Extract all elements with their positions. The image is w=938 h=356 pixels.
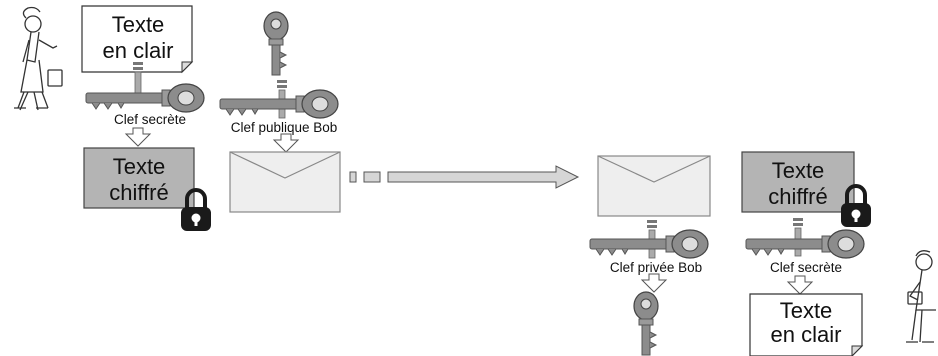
- private-key-label: Clef privée Bob: [610, 260, 702, 275]
- plaintext-document: Texte en clair: [81, 5, 194, 74]
- envelope-icon-sender: [229, 151, 341, 213]
- ciphertext-box-sender: Texte chiffré: [83, 147, 195, 209]
- lock-icon: [839, 184, 873, 229]
- secret-key-label-sender: Clef secrète: [114, 112, 186, 127]
- lock-icon: [179, 188, 213, 233]
- envelope-icon-receiver: [597, 155, 711, 217]
- arrow-right-icon: [349, 165, 580, 189]
- public-key-label: Clef publique Bob: [231, 120, 338, 135]
- ciphertext-line-2: chiffré: [109, 180, 169, 205]
- plaintext-line-2: en clair: [103, 38, 174, 63]
- ciphertext-line-2: chiffré: [768, 184, 828, 209]
- public-key-icon: [219, 79, 339, 119]
- key-icon: [263, 11, 289, 76]
- ciphertext-line-1: Texte: [113, 154, 166, 179]
- arrow-down-icon: [273, 133, 299, 153]
- person-woman-icon: [14, 6, 63, 111]
- secret-key-label-receiver: Clef secrète: [770, 260, 842, 275]
- arrow-down-icon: [125, 127, 151, 147]
- plaintext-line-1: Texte: [112, 12, 165, 37]
- ciphertext-line-1: Texte: [772, 158, 825, 183]
- plaintext-line-2: en clair: [771, 322, 842, 347]
- private-key-icon: [589, 219, 709, 259]
- person-man-icon: [906, 250, 936, 343]
- arrow-down-icon: [787, 275, 813, 295]
- plaintext-document-receiver: Texte en clair: [749, 293, 864, 356]
- arrow-down-icon: [641, 273, 667, 293]
- plaintext-line-1: Texte: [780, 298, 833, 323]
- key-icon: [633, 291, 659, 356]
- ciphertext-box-receiver: Texte chiffré: [741, 151, 855, 213]
